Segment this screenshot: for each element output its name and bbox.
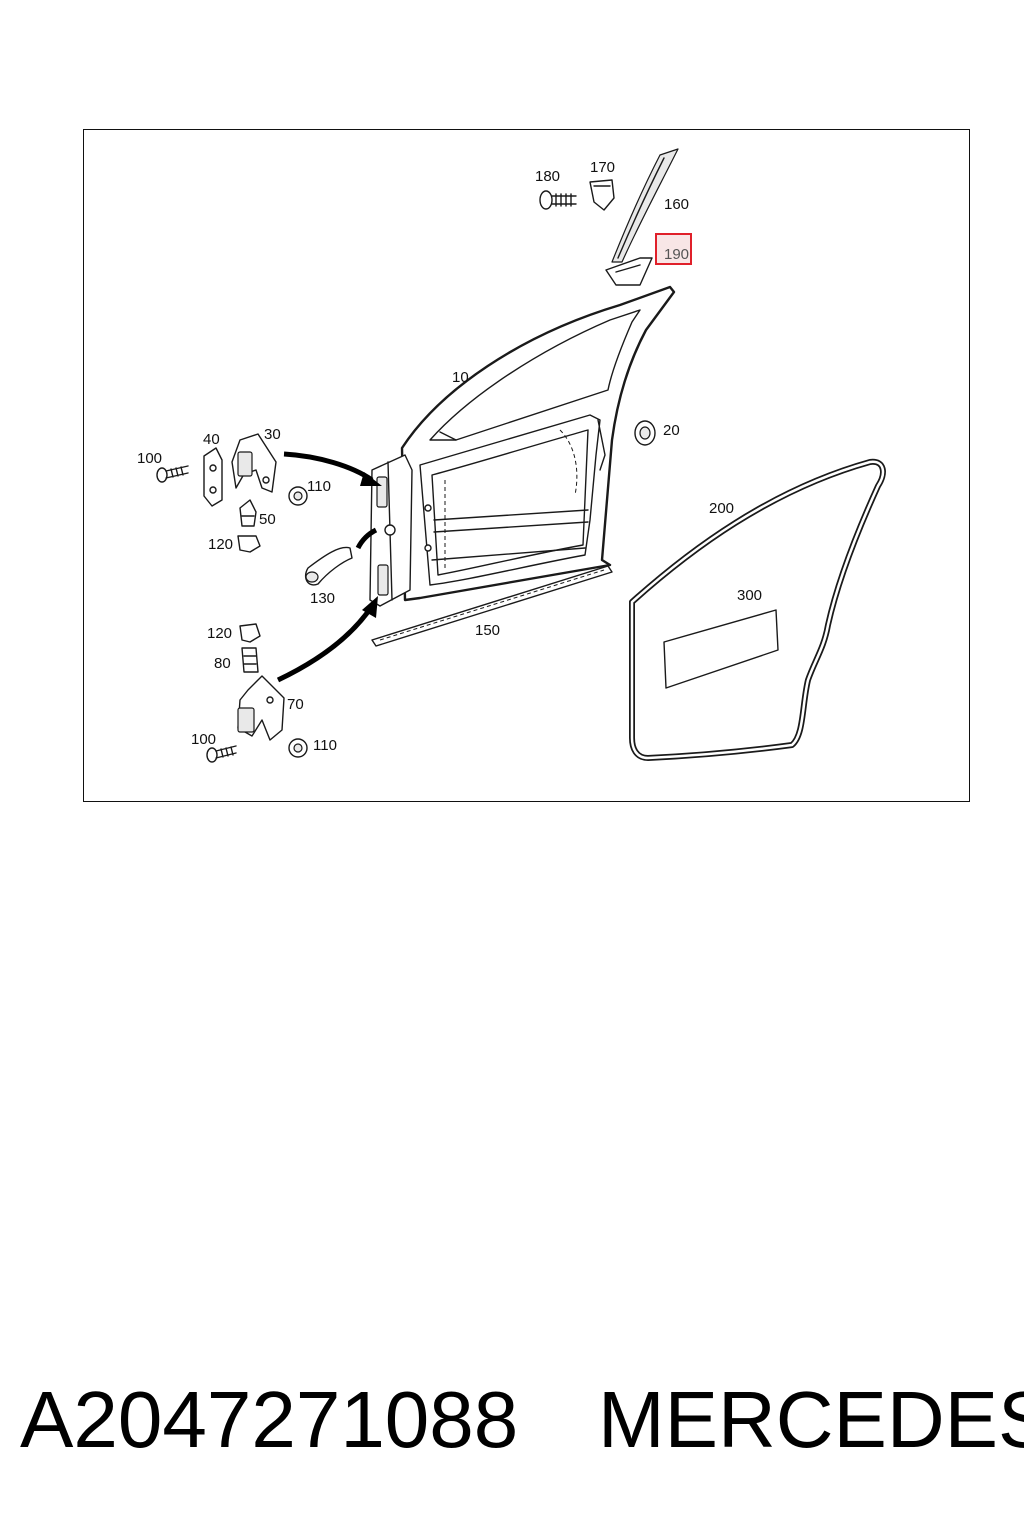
screw-part-180 [539, 190, 577, 210]
label-190: 190 [664, 246, 689, 263]
label-150: 150 [475, 622, 500, 639]
label-200: 200 [709, 500, 734, 517]
bolt-part-80 [241, 647, 259, 673]
label-300: 300 [737, 587, 762, 604]
nut-part-120-lower [239, 623, 261, 643]
label-180: 180 [535, 168, 560, 185]
label-100-lower: 100 [191, 731, 216, 748]
highlight-box-190 [655, 233, 692, 265]
footer: A2047271088 MERCEDES [0, 1370, 1024, 1480]
label-40: 40 [203, 431, 220, 448]
label-120-upper: 120 [208, 536, 233, 553]
label-110-upper: 110 [307, 478, 331, 495]
label-80: 80 [214, 655, 231, 672]
part-number: A2047271088 [20, 1375, 519, 1464]
clip-part-170 [589, 179, 615, 211]
door-seal-part-200 [629, 458, 886, 761]
brand-name: MERCEDES [598, 1375, 1024, 1464]
label-20: 20 [663, 422, 680, 439]
window-trim-part-160 [611, 148, 679, 263]
hinge-plate-part-40 [203, 447, 223, 507]
label-100-upper: 100 [137, 450, 162, 467]
nut-part-120-upper [237, 535, 261, 553]
label-70: 70 [287, 696, 304, 713]
diagram-frame [83, 129, 970, 802]
nut-part-110-upper [288, 486, 308, 506]
door-frame-part-10 [369, 285, 676, 607]
bolt-part-50 [239, 499, 257, 527]
label-160: 160 [664, 196, 689, 213]
label-120-lower: 120 [207, 625, 232, 642]
label-10: 10 [452, 369, 469, 386]
upper-hinge-part-30 [231, 433, 277, 493]
sill-strip-part-150 [371, 565, 613, 647]
lower-hinge-part-70 [237, 675, 285, 741]
assembly-arrows [276, 451, 382, 683]
insulation-sheet-part-300 [663, 609, 779, 689]
nut-part-110-lower [288, 738, 308, 758]
label-110-lower: 110 [313, 737, 337, 754]
screw-part-100-upper [156, 465, 189, 483]
label-170: 170 [590, 159, 615, 176]
label-50: 50 [259, 511, 276, 528]
screw-part-100-lower [206, 745, 237, 763]
label-130: 130 [310, 590, 335, 607]
label-30: 30 [264, 426, 281, 443]
trim-piece-part-190 [605, 257, 653, 286]
grommet-part-20 [634, 420, 656, 446]
door-check-part-130 [304, 546, 353, 586]
